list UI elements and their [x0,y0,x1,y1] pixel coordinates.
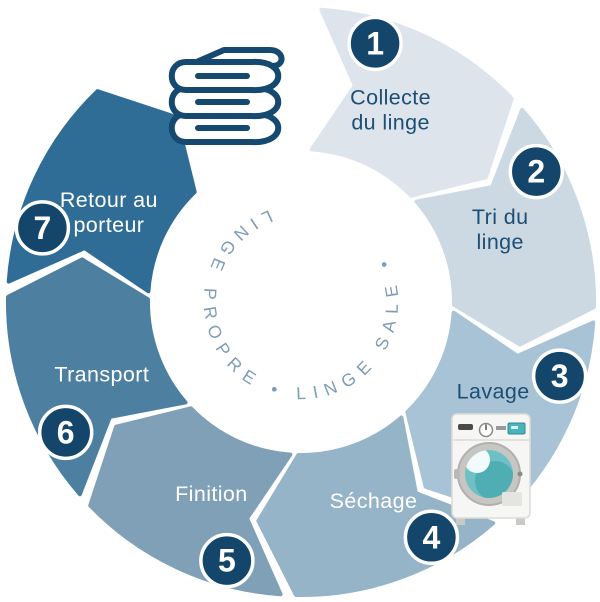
machine-door-hinge [454,469,460,479]
step-label-line: Séchage [330,489,418,513]
step-badge-3 [531,348,588,404]
step-badge-2 [508,143,565,200]
step-label-sechage: Séchage [330,489,418,513]
machine-display-digits [511,426,518,429]
center-circular-text: LINGE PROPRE • LINGE SALE • [200,206,403,403]
step-badges: 1 2 3 4 5 6 7 [14,15,588,589]
towel-stack-icon [168,47,285,146]
step-number-6: 6 [57,414,75,450]
step-label-transport: Transport [54,363,149,387]
center-circular-textpath: LINGE PROPRE • LINGE SALE • [200,206,395,403]
step-badge-1 [347,15,403,72]
step-label-line: Retour au [60,188,158,212]
step-badge-4 [403,509,460,566]
machine-switch [458,424,473,430]
step-number-3: 3 [551,358,569,394]
machine-button-bar [496,426,506,430]
step-label-lavage: Lavage [457,380,530,404]
machine-filter-panel [502,492,522,506]
step-label-line: Lavage [457,380,530,404]
step-number-2: 2 [527,154,545,190]
step-label-line: Collecte [350,85,431,109]
step-number-7: 7 [34,210,52,246]
step-number-1: 1 [366,25,384,61]
machine-foot-right [516,518,525,525]
step-badge-7 [14,200,71,256]
step-label-line: du linge [351,110,430,134]
step-label-finition: Finition [175,482,248,506]
step-label-line: linge [476,230,523,254]
step-badge-6 [37,404,94,461]
washing-machine-icon [451,413,531,525]
step-label-line: porteur [73,213,144,237]
step-label-line: Finition [175,482,248,506]
step-label-line: Transport [54,363,149,387]
machine-foot-left [456,518,465,525]
step-number-4: 4 [423,519,441,555]
step-number-5: 5 [218,543,236,579]
machine-door-latch [517,471,523,477]
step-label-line: Tri du [472,205,529,229]
step-badge-5 [199,532,255,589]
